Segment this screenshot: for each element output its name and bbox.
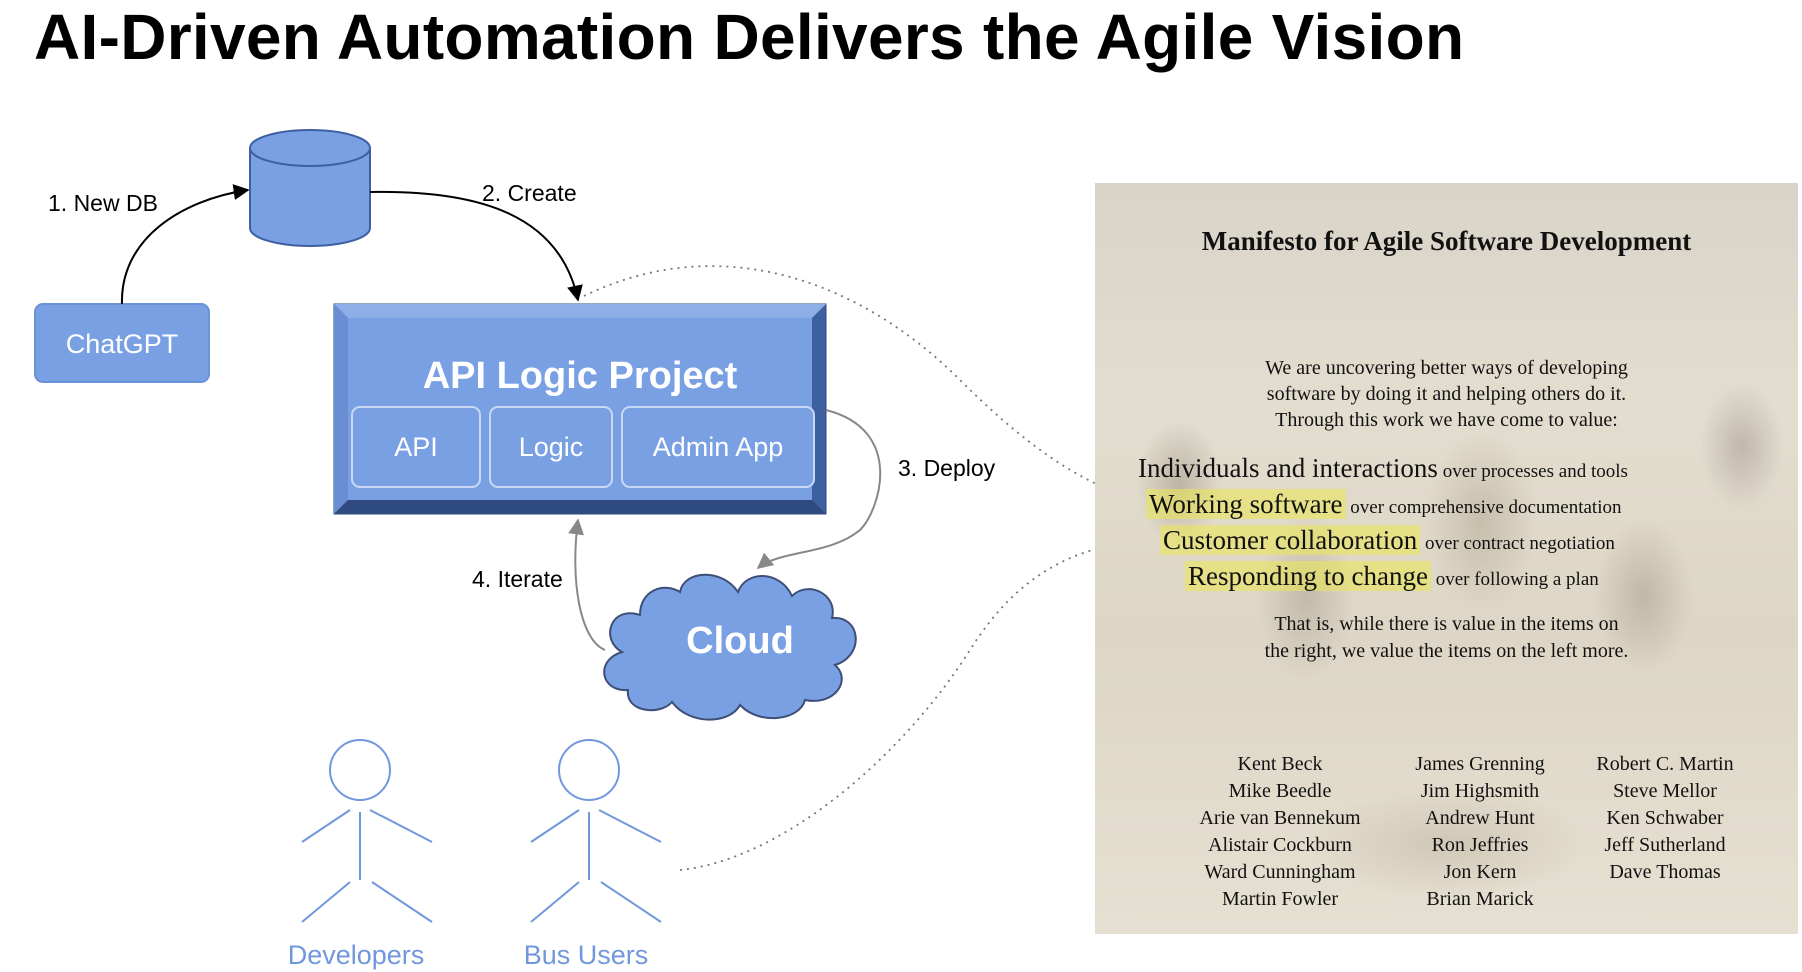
value-row: Individuals and interactions over proces… xyxy=(1138,453,1628,484)
project-title: API Logic Project xyxy=(423,355,738,397)
arrow-new-db xyxy=(120,184,250,305)
signatories-column: Robert C. Martin Steve Mellor Ken Schwab… xyxy=(1565,751,1765,886)
component-logic[interactable]: Logic xyxy=(489,406,613,488)
svg-text:Logic: Logic xyxy=(519,432,584,462)
svg-text:Admin App: Admin App xyxy=(653,432,784,462)
value-row: Working software over comprehensive docu… xyxy=(1146,489,1621,520)
step-iterate-label: 4. Iterate xyxy=(472,566,563,592)
intro-line: software by doing it and helping others … xyxy=(1266,383,1627,405)
signatory: Andrew Hunt xyxy=(1425,807,1535,829)
developers-label: Developers xyxy=(288,940,425,970)
database-icon xyxy=(249,129,371,247)
step-create-label: 2. Create xyxy=(482,180,577,206)
developers-actor-icon xyxy=(301,739,433,923)
signatory: Jeff Sutherland xyxy=(1604,834,1726,856)
signatory: Alistair Cockburn xyxy=(1208,834,1352,856)
signatory: Ron Jeffries xyxy=(1431,834,1529,856)
value-left: Customer collaboration xyxy=(1160,525,1421,555)
chatgpt-label: ChatGPT xyxy=(66,329,179,359)
signatory: Ward Cunningham xyxy=(1204,861,1356,883)
signatory: Jon Kern xyxy=(1443,861,1517,883)
bus-users-label: Bus Users xyxy=(524,940,649,970)
signatory: Jim Highsmith xyxy=(1420,780,1540,802)
signatory: Martin Fowler xyxy=(1221,888,1339,910)
agile-manifesto-panel: Manifesto for Agile Software Development… xyxy=(1095,183,1798,934)
signatory: Arie van Bennekum xyxy=(1199,807,1361,829)
page-title: AI-Driven Automation Delivers the Agile … xyxy=(34,1,1465,73)
api-logic-project: API Logic Project API Logic Admin App xyxy=(333,303,827,515)
component-api[interactable]: API xyxy=(351,406,481,488)
value-right: over processes and tools xyxy=(1442,461,1628,482)
value-row: Customer collaboration over contract neg… xyxy=(1160,525,1615,556)
manifesto-closing: That is, while there is value in the ite… xyxy=(1095,611,1798,665)
intro-line: We are uncovering better ways of develop… xyxy=(1265,357,1628,379)
signatories-column: James Grenning Jim Highsmith Andrew Hunt… xyxy=(1380,751,1580,913)
cloud-icon: Cloud xyxy=(603,573,857,721)
arrow-deploy xyxy=(756,409,882,570)
value-left: Individuals and interactions xyxy=(1138,453,1438,483)
value-row: Responding to change over following a pl… xyxy=(1185,561,1599,592)
signatory: Brian Marick xyxy=(1426,888,1534,910)
step-new-db-label: 1. New DB xyxy=(48,190,158,216)
intro-line: Through this work we have come to value: xyxy=(1275,409,1618,431)
closing-line: the right, we value the items on the lef… xyxy=(1264,640,1629,662)
signatory: Ken Schwaber xyxy=(1606,807,1724,829)
dotted-link-project xyxy=(583,265,1141,501)
arrow-create xyxy=(369,190,583,302)
manifesto-title: Manifesto for Agile Software Development xyxy=(1201,226,1692,256)
signatory: James Grenning xyxy=(1415,753,1545,775)
signatory: Kent Beck xyxy=(1237,753,1323,775)
value-right: over following a plan xyxy=(1435,569,1599,590)
signatories-column: Kent Beck Mike Beedle Arie van Bennekum … xyxy=(1155,751,1405,913)
bus-users-actor-icon xyxy=(530,739,662,923)
signatory: Steve Mellor xyxy=(1613,780,1717,802)
component-admin-app[interactable]: Admin App xyxy=(621,406,815,488)
chatgpt-node[interactable]: ChatGPT xyxy=(34,303,210,383)
signatory: Mike Beedle xyxy=(1228,780,1332,802)
value-right: over comprehensive documentation xyxy=(1350,497,1622,518)
manifesto-intro: We are uncovering better ways of develop… xyxy=(1095,355,1798,433)
step-deploy-label: 3. Deploy xyxy=(898,455,996,481)
arrow-iterate xyxy=(568,518,606,651)
svg-text:API: API xyxy=(394,432,438,462)
value-left: Working software xyxy=(1146,489,1346,519)
value-right: over contract negotiation xyxy=(1424,533,1615,554)
value-left: Responding to change xyxy=(1185,561,1431,591)
signatory: Dave Thomas xyxy=(1609,861,1721,883)
closing-line: That is, while there is value in the ite… xyxy=(1274,613,1619,635)
cloud-label: Cloud xyxy=(686,620,794,662)
signatory: Robert C. Martin xyxy=(1596,753,1734,775)
